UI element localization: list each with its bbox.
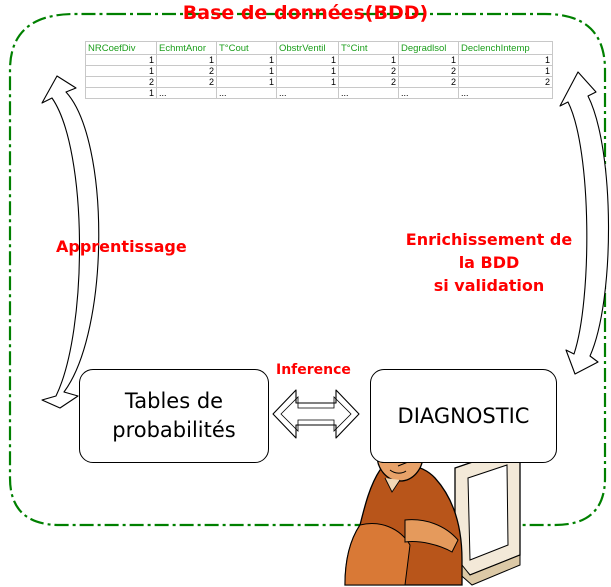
table-cell: 1 [276,65,339,77]
inference-arrow-shadow [280,396,352,432]
table-cell: ... [156,87,217,99]
table-cell: ... [458,87,553,99]
table-cell: ... [398,87,459,99]
table-row: 1 ... ... ... ... ... ... [85,87,553,99]
table-cell: 1 [338,54,399,66]
table-cell: 1 [458,65,553,77]
enrichment-label-line: si validation [433,276,545,295]
table-cell: 1 [276,76,339,88]
table-cell: 1 [85,87,157,99]
table-cell: 2 [156,65,217,77]
table-cell: 1 [85,54,157,66]
table-cell: 2 [458,76,553,88]
table-cell: 1 [458,54,553,66]
table-cell: 2 [338,76,399,88]
column-header: ObstrVentil [276,41,339,55]
column-header: EchmtAnor [156,41,217,55]
inference-label: Inference [276,362,351,378]
table-cell: 1 [216,54,277,66]
column-header: T°Cout [216,41,277,55]
table-cell: 2 [338,65,399,77]
database-table: NRCoefDiv EchmtAnor T°Cout ObstrVentil T… [85,41,553,99]
table-cell: 1 [85,65,157,77]
probability-tables-line: probabilités [112,418,236,442]
table-cell: ... [276,87,339,99]
table-cell: 1 [276,54,339,66]
enrichment-label: Enrichissement de la BDD si validation [380,228,598,297]
database-title: Base de données(BDD) [182,2,429,24]
probability-tables-line: Tables de [124,389,224,413]
enrichment-label-line: Enrichissement de [405,230,573,249]
inference-double-arrow [272,389,360,439]
diagnostic-label: DIAGNOSTIC [397,404,530,428]
learning-label: Apprentissage [56,237,187,256]
boundary-border [8,12,607,527]
table-header-row: NRCoefDiv EchmtAnor T°Cout ObstrVentil T… [85,41,553,55]
table-cell: 2 [85,76,157,88]
table-row: 1 1 1 1 1 1 1 [85,54,553,66]
table-cell: 2 [398,65,459,77]
probability-tables-box: Tables de probabilités [79,369,269,463]
table-cell: 2 [398,76,459,88]
diagnostic-box: DIAGNOSTIC [370,369,557,463]
table-cell: 1 [216,76,277,88]
table-cell: ... [338,87,399,99]
enrichment-arrow [559,71,610,375]
table-cell: 1 [216,65,277,77]
column-header: NRCoefDiv [85,41,157,55]
table-row: 2 2 1 1 2 2 2 [85,76,553,88]
table-row: 1 2 1 1 2 2 1 [85,65,553,77]
table-cell: ... [216,87,277,99]
column-header: Degradlsol [398,41,459,55]
table-cell: 2 [156,76,217,88]
enrichment-label-line: la BDD [458,253,520,272]
table-cell: 1 [156,54,217,66]
column-header: DeclenchIntemp [458,41,553,55]
learning-arrow [41,75,100,409]
table-cell: 1 [398,54,459,66]
column-header: T°Cint [338,41,399,55]
